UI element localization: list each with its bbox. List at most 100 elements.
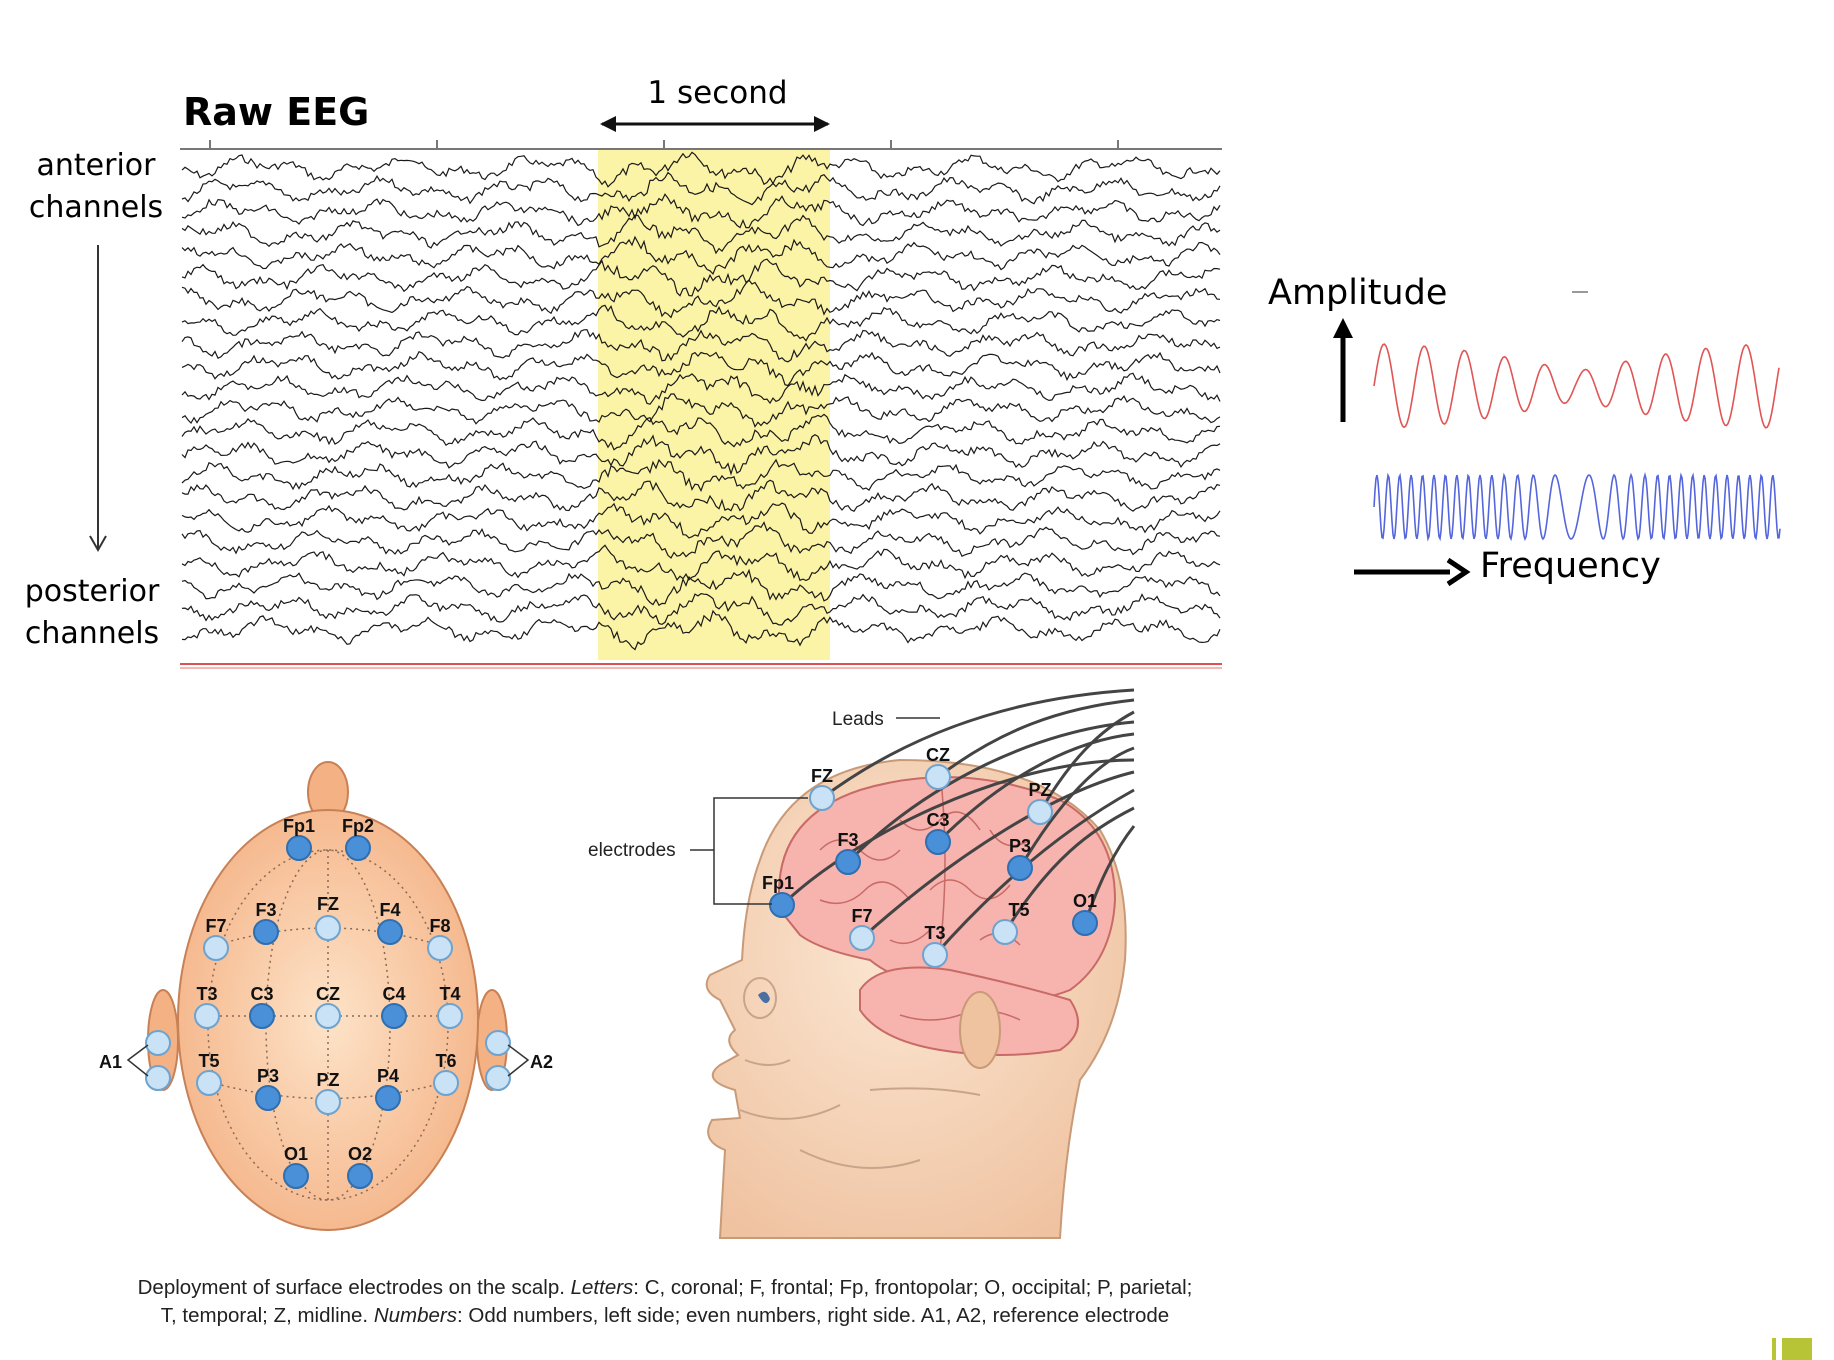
electrode-dot [809,785,835,811]
electrode-f8: F8 [427,916,453,961]
lead-wires [780,688,1136,956]
electrode-dot [1007,855,1033,881]
electrode-t4: T4 [437,984,463,1029]
eeg-channel-trace [181,609,1221,651]
electrode-label: PZ [1028,780,1051,800]
electrode-label: PZ [316,1070,339,1090]
electrode-label: CZ [316,984,340,1004]
frequency-arrow-head [1446,557,1471,587]
electrode-label: F3 [837,830,858,850]
electrode-label: C3 [926,810,949,830]
eye [758,991,770,1004]
eeg-channel-trace [181,458,1221,493]
electrode-dot [283,1163,309,1189]
frequency-label: Frequency [1480,546,1661,586]
reference-electrode-a2: A2 [485,1030,553,1091]
eeg-channel-trace [181,592,1221,626]
leads-label: Leads [832,709,884,730]
electrode-label: Fp2 [342,816,374,836]
electrode-label: T5 [198,1051,219,1071]
electrode-label: O1 [1073,891,1097,911]
caption-line2-rest: : Odd numbers, left side; even numbers, … [457,1304,1170,1327]
electrode-fz: FZ [809,766,835,811]
caption-line-2: T, temporal; Z, midline. Numbers: Odd nu… [90,1302,1240,1330]
eeg-channel-trace [181,502,1221,539]
electrode-label: F4 [379,900,400,920]
one-second-label: 1 second [647,75,788,111]
anterior-label-line1: anterior [36,148,156,183]
electrode-c3: C3 [249,984,275,1029]
slide-corner-mark [1772,1338,1812,1360]
electrode-label: T3 [196,984,217,1004]
electrode-label: F8 [429,916,450,936]
figure-caption: Deployment of surface electrodes on the … [90,1274,1240,1330]
electrodes-label: electrodes [588,840,676,861]
electrode-dot [375,1085,401,1111]
electrode-dot [249,1003,275,1029]
electrode-t5: T5 [196,1051,222,1096]
one-second-highlight [598,150,830,660]
amplitude-label: Amplitude [1268,273,1448,313]
eeg-time-ticks [209,140,1119,149]
electrode-c4: C4 [381,984,407,1029]
eeg-channel-trace [181,479,1221,512]
one-second-arrow-right-head [814,116,830,132]
caption-line1-italic: Letters [570,1276,634,1299]
electrode-dot [315,1089,341,1115]
electrode-f7: F7 [849,906,875,951]
eeg-channel-trace [181,279,1221,319]
electrode-f4: F4 [377,900,403,945]
caption-line-1: Deployment of surface electrodes on the … [90,1274,1240,1302]
electrode-dot [345,835,371,861]
anterior-channels-label: anterior channels [26,145,166,229]
eeg-channel-trace [181,544,1221,582]
eeg-channel-trace [181,151,1221,188]
electrode-dot [194,1003,220,1029]
eeg-channel-trace [181,193,1221,229]
electrode-dot [437,1003,463,1029]
electrode-fp1: Fp1 [762,873,795,918]
electrode-t6: T6 [433,1051,459,1096]
electrode-dot [925,829,951,855]
eeg-channel-trace [181,214,1221,255]
electrode-label: C4 [382,984,405,1004]
electrode-label: P3 [1009,836,1031,856]
electrode-o1: O1 [283,1144,309,1189]
slide-corner-mark-gap [1776,1338,1782,1360]
side-ear [959,991,1001,1069]
eeg-traces [181,151,1221,651]
electrode-dot [427,935,453,961]
amplitude-modulated-wave [1373,343,1780,429]
anterior-label-line2: channels [28,190,164,225]
a2-label: A2 [530,1052,553,1072]
electrode-label: F7 [851,906,872,926]
electrode-dot [377,919,403,945]
electrode-f7: F7 [203,916,229,961]
eeg-channel-trace [181,413,1221,451]
electrodes-bracket [713,797,808,905]
caption-line2-italic: Numbers [373,1304,457,1327]
electrode-dot [835,849,861,875]
electrode-p3: P3 [255,1066,281,1111]
electrode-pz: PZ [1027,780,1053,825]
electrode-label: C3 [250,984,273,1004]
electrode-cz: CZ [315,984,341,1029]
one-second-arrow-left-head [600,116,616,132]
eeg-channel-trace [181,258,1221,297]
electrode-dot [315,1003,341,1029]
electrode-dot [253,919,279,945]
electrode-p3: P3 [1007,836,1033,881]
electrode-label: T5 [1008,900,1029,920]
eeg-channel-trace [181,568,1221,607]
electrode-label: F7 [205,916,226,936]
reference-electrode-a1: A1 [99,1030,171,1091]
electrode-label: P4 [377,1066,399,1086]
eeg-title: Raw EEG [183,90,370,134]
electrode-dot [347,1163,373,1189]
electrode-o2: O2 [347,1144,373,1189]
eeg-channel-trace [181,393,1221,428]
